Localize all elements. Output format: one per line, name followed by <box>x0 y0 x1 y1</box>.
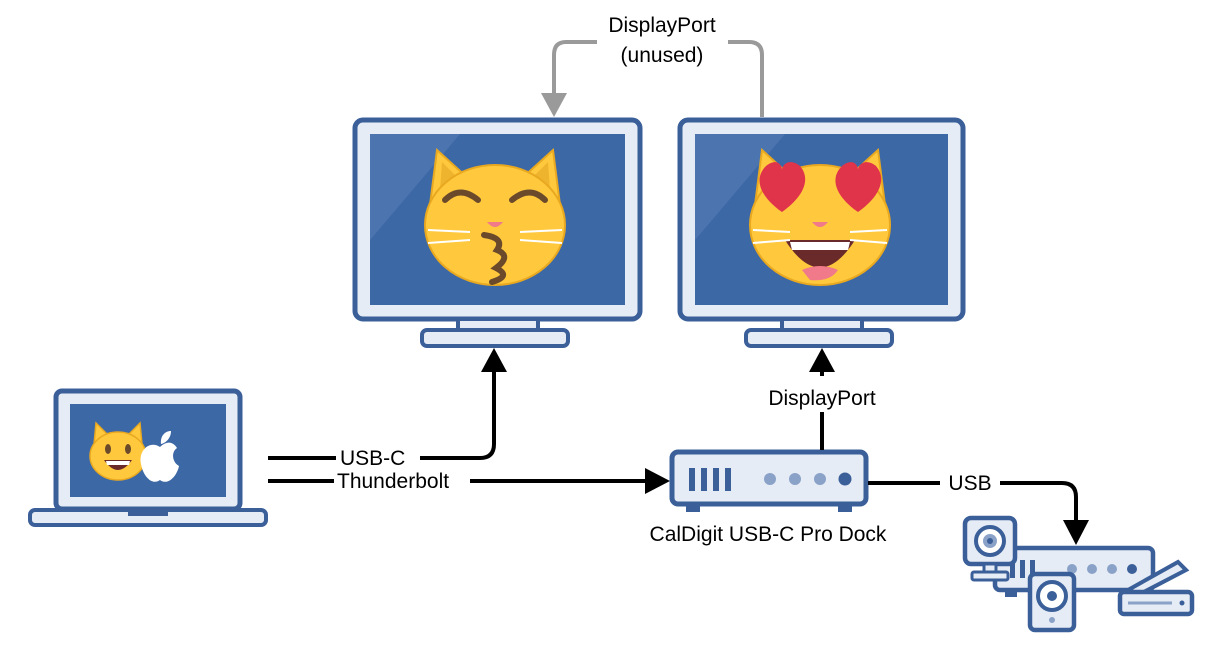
heart-eyes-cat-emoji <box>749 147 891 286</box>
displayport-unused-label: DisplayPort <box>608 14 716 37</box>
kissing-cat-emoji <box>424 147 566 286</box>
displayport-unused-arrowhead <box>541 93 567 117</box>
usb-c-cable <box>268 348 507 460</box>
usb-c-label: USB-C <box>340 447 405 470</box>
displayport-unused-cable <box>541 40 764 117</box>
grinning-cat-emoji <box>89 421 147 481</box>
monitor-right <box>677 117 966 348</box>
dock-name-label: CalDigit USB-C Pro Dock <box>650 523 887 546</box>
speaker-icon <box>1027 571 1077 633</box>
displayport-unused-sublabel: (unused) <box>621 44 704 67</box>
usb-cable <box>868 481 1089 545</box>
peripherals-cluster <box>962 515 1195 633</box>
displayport-label: DisplayPort <box>768 387 876 410</box>
thunderbolt-cable <box>268 468 670 494</box>
usb-arrowhead <box>1063 520 1089 545</box>
heart-left-icon <box>759 162 806 212</box>
monitor-left <box>352 117 643 348</box>
scanner-icon <box>1117 559 1195 617</box>
apple-logo-icon <box>140 431 179 482</box>
laptop-icon <box>28 388 268 527</box>
displayport-arrowhead <box>809 348 835 372</box>
thunderbolt-label: Thunderbolt <box>337 470 449 493</box>
heart-right-icon <box>835 162 882 212</box>
displayport-cable <box>809 348 835 450</box>
dock-icon <box>669 449 869 512</box>
usb-label: USB <box>948 472 991 495</box>
webcam-icon <box>962 515 1018 582</box>
thunderbolt-arrowhead <box>645 468 670 494</box>
usb-c-arrowhead <box>481 348 507 372</box>
